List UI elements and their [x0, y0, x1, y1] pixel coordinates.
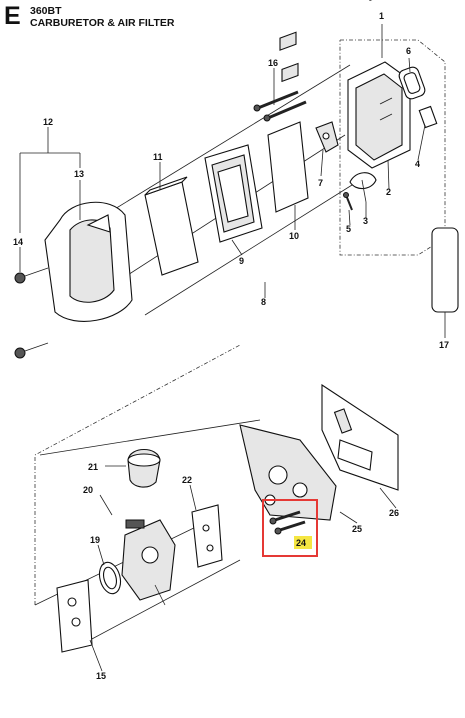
callout-2: 2	[386, 187, 391, 197]
bracket-7-part	[315, 121, 339, 153]
manifold-25-part	[239, 424, 337, 521]
callout-25: 25	[352, 524, 362, 534]
screw-5-part	[343, 192, 353, 211]
leader-lines	[19, 24, 446, 672]
callout-11: 11	[153, 152, 163, 162]
gasket-6-part	[398, 66, 426, 100]
rubber-cover-21-part	[127, 448, 161, 488]
model-name: 360BT	[30, 5, 62, 17]
highlight-label-bg-24	[294, 536, 312, 549]
diagram-title: CARBURETOR & AIR FILTER	[30, 17, 175, 29]
plate-4-part	[418, 105, 438, 129]
callout-5: 5	[346, 224, 351, 234]
callout-17: 17	[439, 340, 449, 350]
gasket-19-part	[98, 561, 122, 595]
callout-6: 6	[406, 46, 411, 56]
section-letter: E	[4, 2, 21, 30]
callout-24: 24	[296, 538, 306, 548]
callout-15: 15	[96, 671, 106, 681]
callout-4: 4	[415, 159, 420, 169]
gasket-22-part	[191, 504, 223, 568]
callout-19: 19	[90, 535, 100, 545]
callout-labels: 1 6 16 12 11 4 13 7 2 3 5 10 14 9 8 17 2…	[13, 11, 449, 681]
plate-26-part	[321, 383, 399, 491]
screws-24-part	[269, 510, 306, 535]
callout-13: 13	[74, 169, 84, 179]
filter-cover-13-part	[44, 201, 133, 322]
filter-housing-part	[347, 0, 411, 169]
knob-14-top-part	[14, 267, 49, 284]
callout-16: 16	[268, 58, 278, 68]
callout-1: 1	[379, 11, 384, 21]
callout-8: 8	[261, 297, 266, 307]
label-17-part	[431, 227, 459, 313]
choke-lever-3-part	[349, 172, 377, 203]
highlight-box-24	[262, 499, 318, 557]
filter-element-11-part	[144, 176, 199, 276]
callout-14: 14	[13, 237, 23, 247]
callout-9: 9	[239, 256, 244, 266]
callout-3: 3	[363, 216, 368, 226]
callout-20: 20	[83, 485, 93, 495]
callout-12: 12	[43, 117, 53, 127]
knob-14-bottom-part	[14, 342, 49, 359]
gasket-frame-9-part	[204, 144, 263, 243]
carburetor-20-part	[121, 519, 176, 606]
plate-15-part	[56, 579, 93, 653]
callout-21: 21	[88, 462, 98, 472]
callout-26: 26	[389, 508, 399, 518]
callout-10: 10	[289, 231, 299, 241]
callout-22: 22	[182, 475, 192, 485]
bolts-16-part	[253, 90, 307, 122]
callout-7: 7	[318, 178, 323, 188]
filter-plate-10-part	[267, 31, 309, 213]
